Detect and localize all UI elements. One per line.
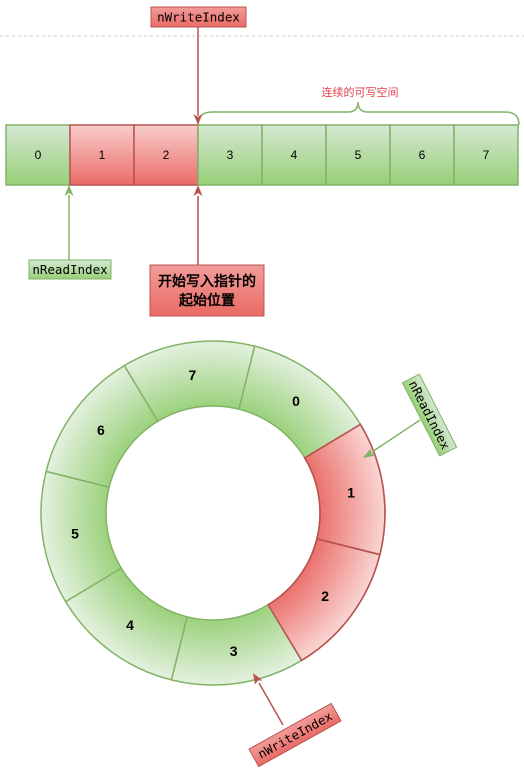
- ring-segment-label: 3: [230, 643, 238, 659]
- linear-cell-label: 5: [355, 148, 362, 162]
- linear-buffer: 0 1 2 3 4 5 6 7: [5, 124, 519, 186]
- start-pointer-label-line2: 起始位置: [178, 292, 235, 308]
- read-index-label-text: nReadIndex: [32, 262, 108, 277]
- linear-cell-6: 6: [389, 124, 455, 186]
- ring-read-index-arrow-head: [363, 448, 376, 458]
- start-pointer-label: 开始写入指针的 起始位置: [149, 264, 265, 317]
- linear-cell-0: 0: [5, 124, 71, 186]
- ring-segment-label: 1: [347, 484, 355, 500]
- ring-read-index-label: nReadIndex: [401, 373, 458, 457]
- linear-cell-box: [453, 124, 519, 186]
- ring-segment-label: 5: [71, 526, 79, 542]
- linear-cell-label: 4: [291, 148, 298, 162]
- linear-cell-label: 2: [163, 148, 170, 162]
- linear-cell-5: 5: [325, 124, 391, 186]
- ring-segment-label: 6: [97, 422, 105, 438]
- linear-cell-box: [261, 124, 327, 186]
- ring-write-index-arrow-line: [258, 682, 284, 726]
- linear-cell-3: 3: [197, 124, 263, 186]
- ring-segment-outline-2: [267, 537, 381, 662]
- ring-read-index-arrow-line: [371, 419, 421, 453]
- linear-cell-box: [389, 124, 455, 186]
- read-index-arrow-head: [64, 185, 74, 196]
- ring-write-index-arrow-head: [253, 673, 263, 685]
- linear-cell-1: 1: [69, 124, 135, 186]
- ring-segment-label: 4: [126, 617, 134, 633]
- ring-write-index-label-text: nWriteIndex: [255, 708, 335, 761]
- write-index-label-top: nWriteIndex: [150, 6, 247, 28]
- ring-segment-label: 7: [188, 367, 196, 383]
- linear-cell-box: [325, 124, 391, 186]
- ring-segment-shape: [123, 340, 256, 423]
- ring-read-index-label-text: nReadIndex: [406, 378, 454, 452]
- ring-segment-label: 2: [321, 588, 329, 604]
- ring-write-index-label: nWriteIndex: [248, 702, 342, 768]
- write-index-label-text: nWriteIndex: [157, 10, 240, 25]
- linear-cell-label: 3: [227, 148, 234, 162]
- linear-cell-box: [5, 124, 71, 186]
- linear-cell-box: [133, 124, 199, 186]
- ring-segment-7: 7: [123, 340, 256, 423]
- linear-cell-label: 7: [483, 148, 490, 162]
- linear-cell-label: 1: [99, 148, 106, 162]
- start-pointer-label-line1: 开始写入指针的: [158, 273, 256, 289]
- ring-segment-label: 0: [292, 393, 300, 409]
- ring-buffer: 0 1 2 3 4 5 6 7: [40, 340, 386, 686]
- free-space-label: 连续的可写空间: [322, 85, 399, 99]
- linear-cell-2: 2: [133, 124, 199, 186]
- linear-cell-4: 4: [261, 124, 327, 186]
- linear-cell-box: [69, 124, 135, 186]
- linear-cell-7: 7: [453, 124, 519, 186]
- free-space-brace: [197, 101, 520, 126]
- write-index-arrow-head: [193, 114, 203, 125]
- read-index-label: nReadIndex: [28, 259, 112, 280]
- linear-cell-label: 0: [35, 148, 42, 162]
- start-pointer-arrow-head: [193, 185, 203, 196]
- linear-cell-label: 6: [419, 148, 426, 162]
